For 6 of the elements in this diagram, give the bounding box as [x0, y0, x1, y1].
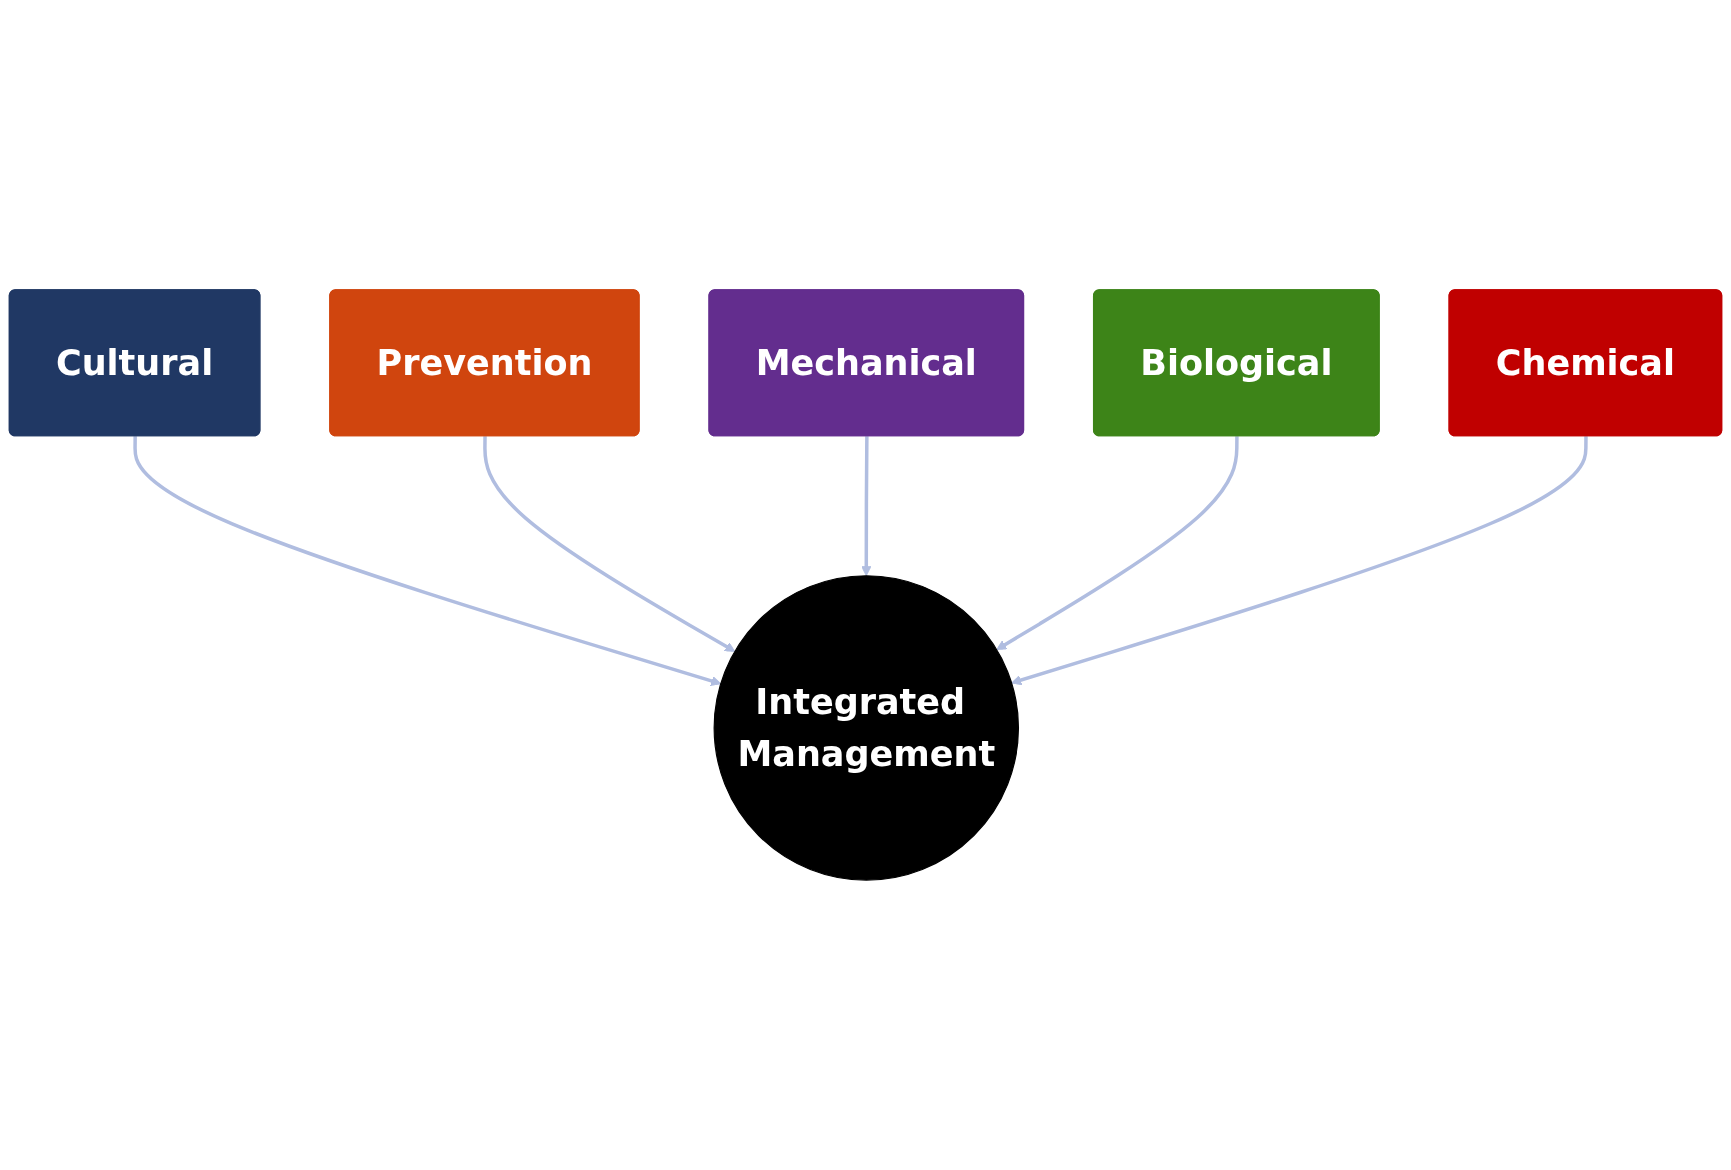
arrow — [996, 436, 1239, 651]
arrow — [133, 436, 722, 686]
arrow — [1011, 436, 1588, 686]
arrow — [861, 436, 872, 577]
arrow — [483, 436, 736, 652]
node-circle: Integrated Management — [713, 575, 1020, 881]
